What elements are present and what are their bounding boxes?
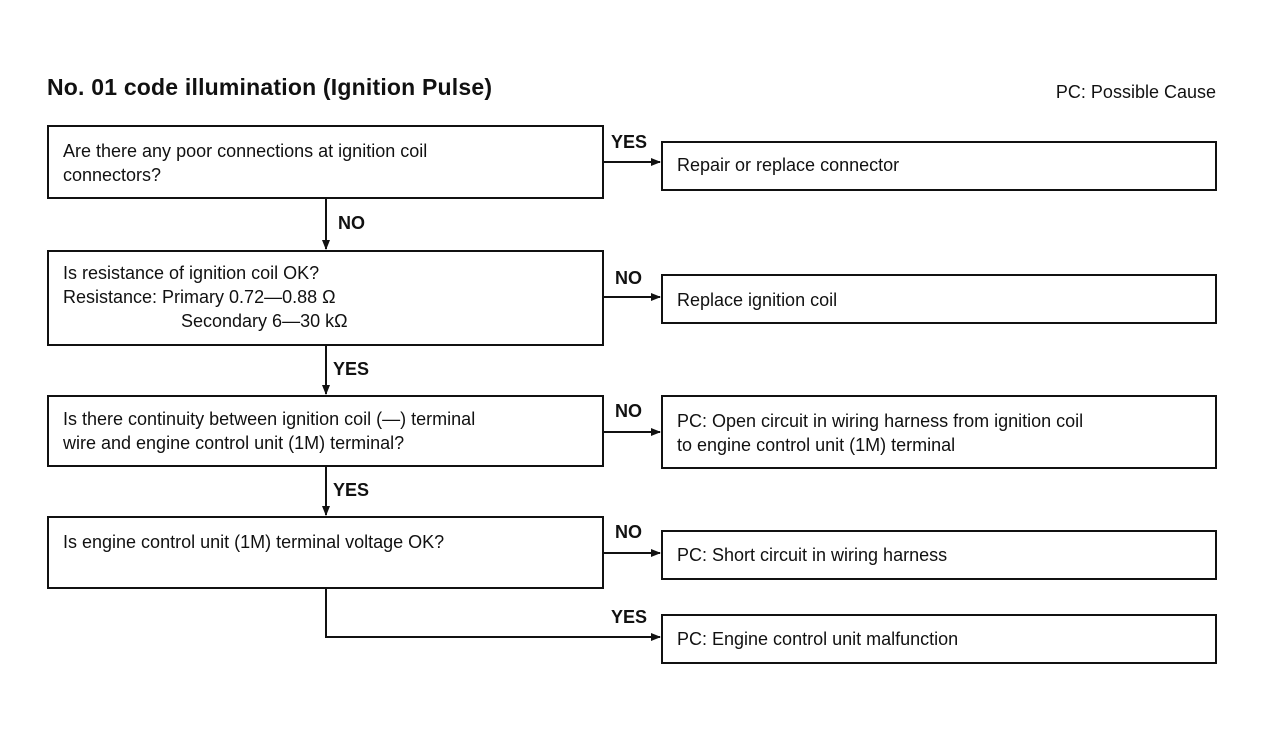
result-box-replace-coil: Replace ignition coil: [661, 274, 1217, 324]
result-text: to engine control unit (1M) terminal: [677, 435, 956, 455]
question-text: Are there any poor connections at igniti…: [63, 141, 428, 161]
connector-q4-yes: [325, 589, 661, 641]
question-text: Secondary 6—30 kΩ: [181, 311, 348, 331]
question-text: Is there continuity between ignition coi…: [63, 409, 476, 429]
question-text: Is resistance of ignition coil OK?: [63, 263, 320, 283]
result-text: Repair or replace connector: [677, 155, 900, 175]
question-text: Is engine control unit (1M) terminal vol…: [63, 532, 445, 552]
branch-label-no: NO: [338, 213, 365, 233]
result-box-short-circuit: PC: Short circuit in wiring harness: [661, 530, 1217, 580]
branch-label-yes: YES: [611, 132, 648, 152]
result-box-repair-connector: Repair or replace connector: [661, 141, 1217, 191]
question-box-continuity: Is there continuity between ignition coi…: [47, 395, 604, 467]
question-text: Resistance: Primary 0.72—0.88 Ω: [63, 287, 336, 307]
branch-label-no: NO: [615, 522, 642, 542]
result-box-ecu-malfunction: PC: Engine control unit malfunction: [661, 614, 1217, 664]
question-box-terminal-voltage: Is engine control unit (1M) terminal vol…: [47, 516, 604, 589]
question-text: connectors?: [63, 165, 162, 185]
result-text: PC: Open circuit in wiring harness from …: [677, 411, 1084, 431]
branch-label-yes: YES: [333, 480, 370, 500]
question-text: wire and engine control unit (1M) termin…: [63, 433, 405, 453]
question-box-poor-connections: Are there any poor connections at igniti…: [47, 125, 604, 199]
branch-label-yes: YES: [333, 359, 370, 379]
legend-note: PC: Possible Cause: [1055, 82, 1216, 102]
branch-label-no: NO: [615, 401, 642, 421]
question-box-coil-resistance: Is resistance of ignition coil OK? Resis…: [47, 250, 604, 346]
branch-label-no: NO: [615, 268, 642, 288]
page-title: No. 01 code illumination (Ignition Pulse…: [47, 74, 493, 100]
result-box-open-circuit: PC: Open circuit in wiring harness from …: [661, 395, 1217, 469]
result-text: PC: Engine control unit malfunction: [677, 629, 959, 649]
result-text: Replace ignition coil: [677, 290, 838, 310]
result-text: PC: Short circuit in wiring harness: [677, 545, 948, 565]
branch-label-yes: YES: [611, 607, 648, 627]
